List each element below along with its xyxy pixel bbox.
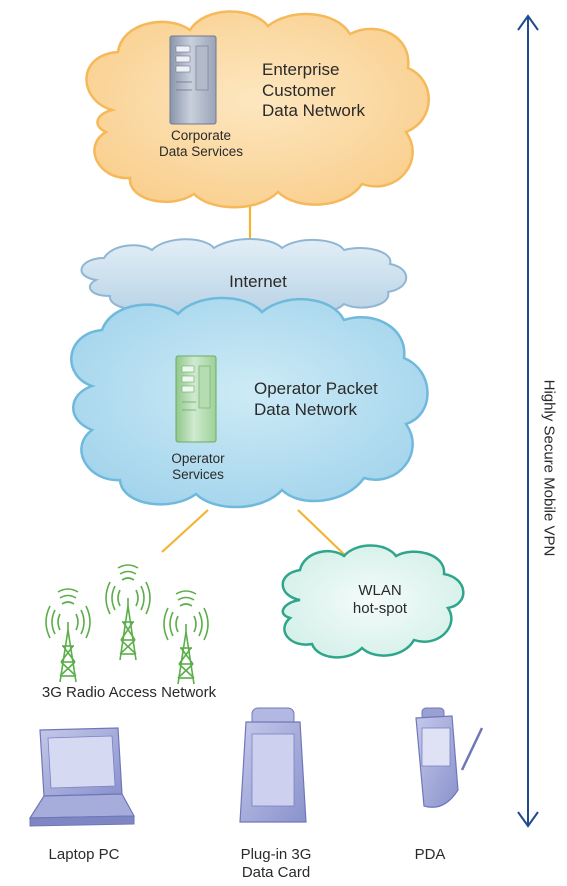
datacard-line2: Data Card <box>241 864 311 882</box>
wlan-line1: WLAN <box>358 582 402 599</box>
operator-services-line2: Services <box>172 467 224 483</box>
operator-services-line1: Operator <box>171 451 225 466</box>
corporate-label-line1: Corporate <box>170 128 232 143</box>
operator-server-icon <box>175 355 217 443</box>
enterprise-network-label: Enterprise Customer Data Network <box>262 60 365 122</box>
corporate-services-label: Corporate Data Services <box>142 128 260 161</box>
pda-text: PDA <box>414 846 446 863</box>
vpn-scope-text: Highly Secure Mobile VPN <box>540 379 558 557</box>
wlan-label: WLAN hot-spot <box>330 582 430 619</box>
internet-text: Internet <box>229 272 287 291</box>
laptop-icon <box>28 727 136 827</box>
pda-icon <box>415 707 484 808</box>
corporate-label-line2: Data Services <box>158 144 244 160</box>
vpn-scope-label: Highly Secure Mobile VPN <box>541 380 558 557</box>
operator-cloud <box>70 296 429 509</box>
enterprise-label-line2: Customer <box>262 80 336 100</box>
pda-label: PDA <box>400 846 460 864</box>
enterprise-cloud <box>85 10 430 209</box>
radio-access-text: 3G Radio Access Network <box>41 684 217 701</box>
tower-icon-right <box>163 590 209 685</box>
data-card-icon <box>239 707 307 823</box>
laptop-label: Laptop PC <box>34 846 134 864</box>
link-operator-wlan <box>297 509 351 561</box>
tower-icon-center <box>105 564 151 661</box>
operator-label-line2: Data Network <box>254 399 357 419</box>
wlan-line2: hot-spot <box>352 600 408 618</box>
enterprise-label-line1: Enterprise <box>262 60 340 79</box>
datacard-label: Plug-in 3G Data Card <box>216 846 336 883</box>
link-operator-radio <box>161 509 209 553</box>
datacard-line1: Plug-in 3G <box>240 846 312 863</box>
operator-network-label: Operator Packet Data Network <box>254 379 378 420</box>
operator-label-line1: Operator Packet <box>254 379 378 398</box>
tower-icon-left <box>45 588 91 683</box>
internet-label: Internet <box>200 272 316 293</box>
vpn-scope-arrow <box>517 14 539 828</box>
corporate-server-icon <box>169 35 217 125</box>
laptop-text: Laptop PC <box>48 846 120 863</box>
wlan-cloud <box>281 544 465 659</box>
radio-access-label: 3G Radio Access Network <box>4 684 254 702</box>
enterprise-label-line3: Data Network <box>262 101 365 121</box>
operator-services-label: Operator Services <box>150 451 246 484</box>
